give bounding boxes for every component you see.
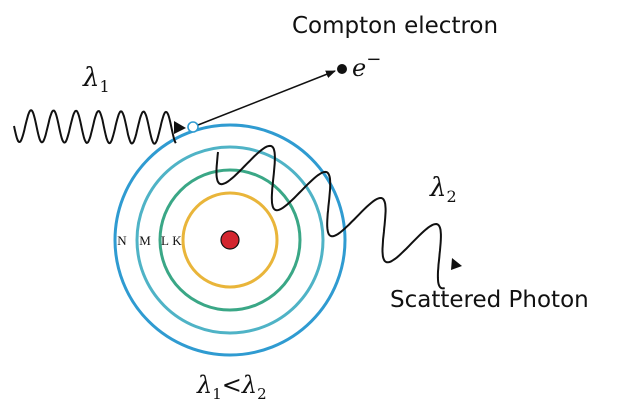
ejected-electron-site bbox=[187, 121, 199, 133]
shell-m bbox=[135, 145, 325, 335]
incident-photon-wave bbox=[13, 109, 177, 145]
incident-wave-arrowhead bbox=[174, 121, 186, 134]
compton-electron-label: Compton electron bbox=[292, 13, 498, 39]
shell-n bbox=[113, 123, 347, 357]
compton-electron-dot bbox=[337, 64, 347, 74]
scattered-wave-arrowhead bbox=[451, 258, 462, 270]
shell-l bbox=[158, 168, 302, 312]
wavelength-inequality: λ1<λ2 bbox=[196, 371, 267, 403]
scattered-photon-wave bbox=[215, 144, 445, 290]
shell-k bbox=[181, 191, 279, 289]
lambda2-label: λ2 bbox=[429, 173, 457, 206]
electron-trajectory-arrow bbox=[197, 70, 336, 126]
electron-symbol: e− bbox=[352, 49, 381, 82]
shell-label-n: N bbox=[117, 233, 127, 248]
atom bbox=[113, 123, 347, 357]
lambda1-label: λ1 bbox=[82, 63, 110, 96]
shell-labels: N M L K bbox=[117, 233, 182, 248]
shell-label-k: K bbox=[172, 233, 182, 248]
nucleus bbox=[220, 230, 240, 250]
shell-label-l: L bbox=[161, 233, 169, 248]
scattered-photon-label: Scattered Photon bbox=[390, 287, 589, 313]
shell-label-m: M bbox=[139, 233, 151, 248]
electron-charge: − bbox=[366, 49, 381, 70]
